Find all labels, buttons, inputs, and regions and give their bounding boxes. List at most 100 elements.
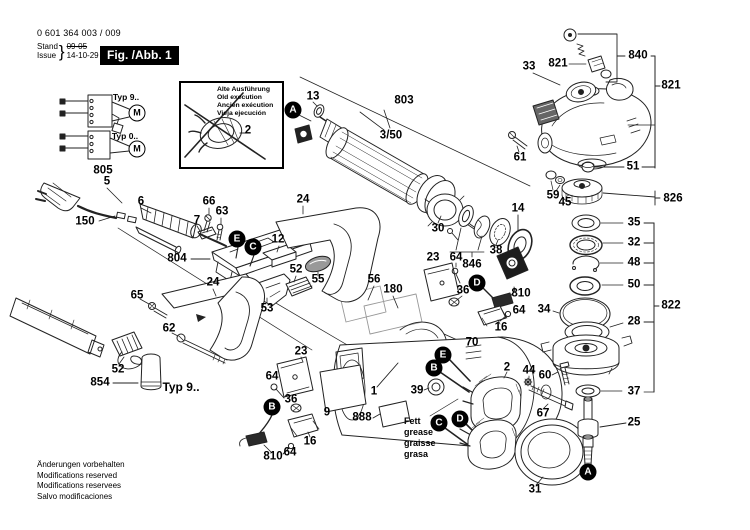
note-grease: Fett [404,416,421,426]
part-label-854: 854 [90,376,110,389]
part-label-810: 810 [263,450,283,463]
side-handle-drawing [161,273,265,361]
wiring-schematic-typ9 [59,94,130,134]
ref-letter-D: D [451,410,469,428]
part-label-12: 12 [271,233,285,246]
ref-letter-A: A [579,463,597,481]
part-label-64: 64 [283,446,297,459]
old-execution-line: Vieja ejecución [217,110,266,117]
part-label-23: 23 [426,251,440,264]
figure-label: Fig. /Abb. 1 [100,46,179,65]
issue-label: Issue [37,51,57,60]
part-label-61: 61 [513,151,527,164]
part-label-803: 803 [394,94,414,107]
part-label-3-50: 3/50 [379,129,403,142]
part-label-38: 38 [489,244,503,257]
part-label-150: 150 [75,215,95,228]
motor-symbol: M [128,140,146,158]
clamping-ring-drawing [514,418,590,486]
old-execution-line: Old execution [217,94,262,101]
part-label-53: 53 [260,302,274,315]
wiring-schematic-typ0 [59,130,130,160]
part-label-810: 810 [511,287,531,300]
bearing-chain-drawing [424,193,533,280]
part-label-16: 16 [494,321,508,334]
part-label-31: 31 [528,483,542,496]
part-label-1: 1 [370,385,378,398]
part-label-33: 33 [522,60,536,73]
part-label-63: 63 [215,205,229,218]
part-label-16: 16 [303,435,317,448]
brace-glyph: } [58,41,65,61]
part-label-24: 24 [296,193,310,206]
part-label-50: 50 [627,278,641,291]
part-label-65: 65 [130,289,144,302]
ref-letter-D: D [468,274,486,292]
part-label-48: 48 [627,256,641,269]
old-execution-line: Alte Ausführung [217,86,270,93]
part-label-66: 66 [202,195,216,208]
note-grease: graisse [404,438,436,448]
crossed-out-part-drawing [184,92,266,160]
part-label-6: 6 [137,195,145,208]
part-label-840: 840 [628,49,648,62]
document-number: 0 601 364 003 / 009 [37,28,121,38]
part-label-2: 2 [503,361,511,374]
rear-handle-drawing [275,205,381,303]
part-label-39: 39 [410,384,424,397]
part-label-32: 32 [627,236,641,249]
power-cord-drawing [35,182,227,255]
field-coil-drawing [423,358,522,470]
part-label-2: 2 [244,124,252,137]
bearing-stack-drawing [523,214,655,466]
part-label-37: 37 [627,385,641,398]
part-label-13: 13 [306,90,320,103]
issue-block: Stand Issue } 09-05 14-10-29 [37,42,121,60]
part-label-70: 70 [465,336,479,349]
part-label-846: 846 [462,258,482,271]
switch-screws-drawing [196,207,224,241]
part-label-62: 62 [162,322,176,335]
part-label-23: 23 [294,345,308,358]
footer-line: Änderungen vorbehalten [37,460,125,469]
ref-letter-C: C [430,414,448,432]
part-label-67: 67 [536,407,550,420]
part-label-64: 64 [512,304,526,317]
part-label-59: 59 [546,189,560,202]
part-label-44: 44 [522,364,536,377]
cover-plate-upper-drawing [399,262,515,371]
ref-letter-C: C [244,238,262,256]
part-label-60: 60 [538,369,552,382]
part-label-822: 822 [661,299,681,312]
part-label-7: 7 [193,214,201,227]
part-label-821: 821 [548,57,568,70]
part-label-64: 64 [449,251,463,264]
part-label-55: 55 [311,273,325,286]
part-label-52: 52 [289,263,303,276]
note-wiring-type: Typ 0.. [111,131,139,141]
part-label-5: 5 [103,175,111,188]
handle-rail-drawing [9,297,228,391]
issue-date: 14-10-29 [66,51,99,60]
ref-letter-B: B [425,359,443,377]
note-grease: grease [404,427,434,437]
part-label-56: 56 [367,273,381,286]
part-label-35: 35 [627,216,641,229]
part-label-64: 64 [265,370,279,383]
bracket-822 [552,222,660,393]
part-label-805: 805 [93,164,113,177]
part-label-804: 804 [167,252,187,265]
part-label-30: 30 [431,222,445,235]
note-big-type: Typ 9.. [162,380,200,394]
part-label-180: 180 [383,283,403,296]
note-grease: grasa [404,449,429,459]
footer-line: Modifications reserved [37,470,118,480]
stand-label: Stand [37,42,58,51]
part-label-34: 34 [537,303,551,316]
